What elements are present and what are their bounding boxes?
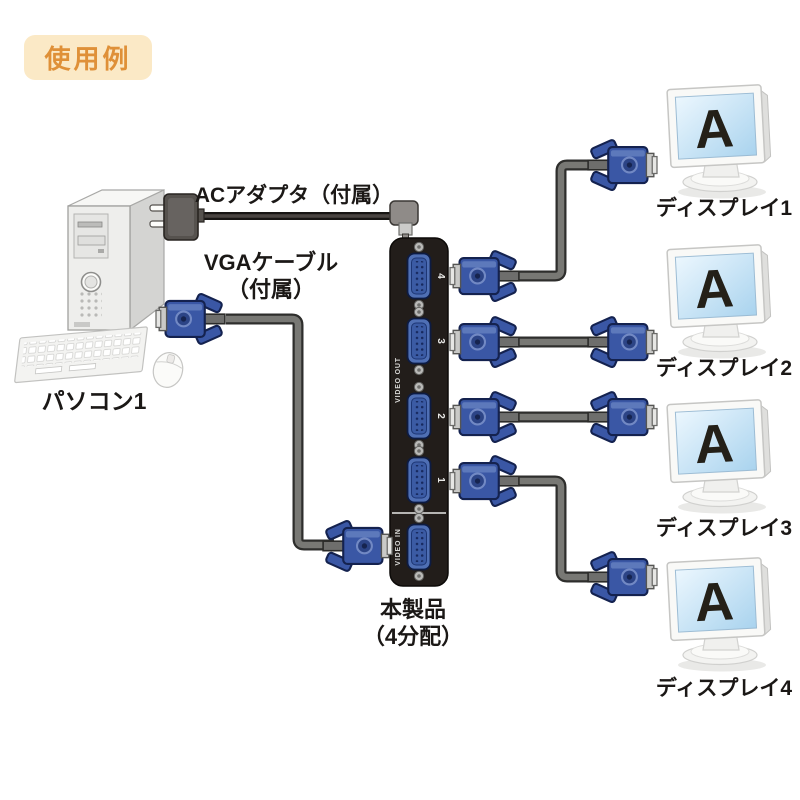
- display-4-screen-letter: A: [693, 571, 735, 633]
- vga-cable-label-line1: VGAケーブル: [203, 250, 339, 275]
- ac-adapter-plug: [149, 193, 205, 241]
- display-3-monitor: A: [666, 398, 772, 515]
- port-number-1: 1: [435, 477, 446, 483]
- vga-connector-display-3: [587, 390, 659, 445]
- product-label-line1: 本製品: [379, 597, 446, 622]
- ac-adapter-label: ACアダプタ（付属）: [194, 184, 394, 207]
- port-number-4: 4: [435, 273, 446, 279]
- display-1-screen-letter: A: [693, 98, 735, 160]
- display-1-monitor: A: [666, 83, 772, 200]
- vga-connector-out-4: [448, 249, 520, 304]
- pc-label: パソコン1: [41, 388, 147, 414]
- port-number-3: 3: [435, 338, 446, 344]
- display-3-label: ディスプレイ3: [655, 517, 793, 540]
- vga-output-cable-4: [498, 475, 608, 583]
- product-label-line2: （4分配）: [362, 623, 464, 649]
- pc-keyboard: [14, 326, 148, 384]
- display-4-monitor: A: [666, 556, 772, 673]
- display-4-label: ディスプレイ4: [655, 677, 793, 700]
- display-1-label: ディスプレイ1: [655, 197, 793, 220]
- port-number-2: 2: [435, 413, 446, 419]
- usage-example-badge: 使用例: [24, 35, 152, 80]
- product-label: 本製品 （4分配）: [346, 597, 480, 651]
- vga-connector-display-2: [587, 315, 659, 370]
- vga-output-cable-1: [498, 159, 608, 282]
- display-2-screen-letter: A: [693, 258, 735, 320]
- vga-connector-device-in: [322, 518, 394, 573]
- vga-input-cable: [226, 313, 334, 551]
- vga-connector-display-4: [587, 550, 659, 605]
- pc-tower: [67, 189, 165, 332]
- display-2-label: ディスプレイ2: [655, 357, 793, 380]
- video-in-label: VIDEO IN: [395, 528, 402, 565]
- pc-mouse: [152, 352, 184, 388]
- vga-cable-label: VGAケーブル （付属）: [192, 250, 350, 304]
- splitter-device: 4 3 2 1 VIDEO OUT VIDEO IN: [389, 237, 449, 587]
- vga-cable-label-line2: （付属）: [226, 276, 315, 302]
- video-out-label: VIDEO OUT: [395, 357, 402, 403]
- vga-connector-display-1: [587, 138, 659, 193]
- vga-connector-out-1: [448, 454, 520, 509]
- display-3-screen-letter: A: [693, 413, 735, 475]
- dc-plug: [389, 200, 419, 240]
- vga-connector-out-3: [448, 315, 520, 370]
- display-2-monitor: A: [666, 243, 772, 360]
- vga-connector-out-2: [448, 390, 520, 445]
